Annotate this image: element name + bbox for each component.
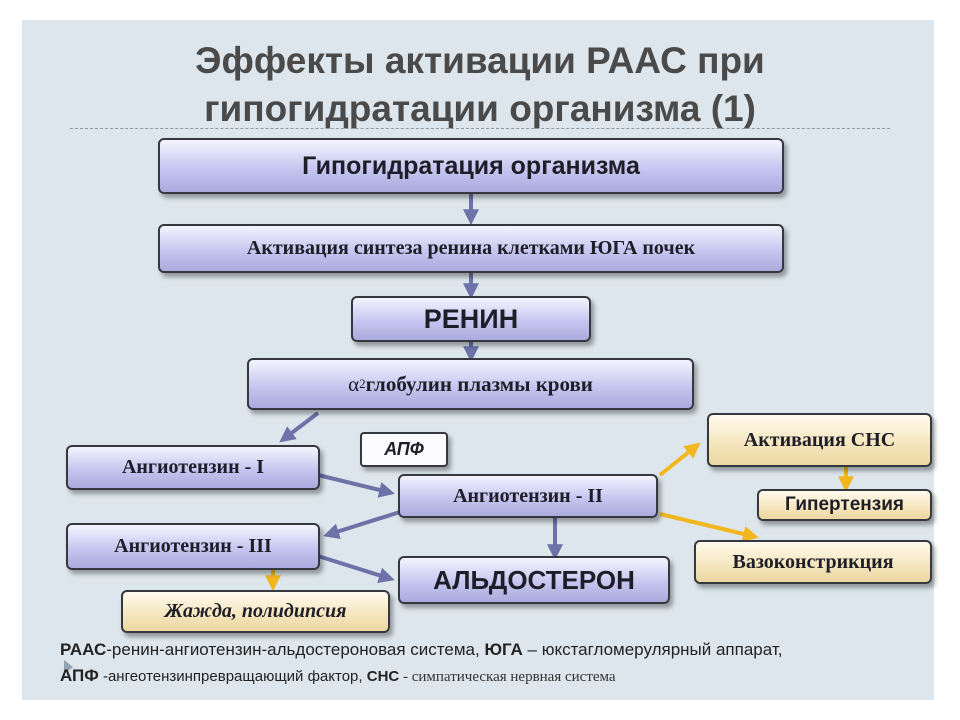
box-angiotensin-3-label: Ангиотензин - III: [114, 535, 272, 557]
box-hypohydration: Гипогидратация организма: [158, 138, 784, 194]
bullet-triangle-icon: [64, 660, 73, 674]
legend-sns-abbr: СНС: [366, 668, 400, 685]
box-sns-activation-label: Активация СНС: [743, 428, 896, 451]
box-hypertension-label: Гипертензия: [785, 494, 904, 515]
box-angiotensin-1: Ангиотензин - I: [66, 445, 320, 490]
legend-raas-text: -ренин-ангиотензин-альдостероновая систе…: [106, 640, 485, 659]
box-thirst-label: Жажда, полидипсия: [164, 600, 347, 622]
box-renin-synthesis: Активация синтеза ренина клетками ЮГА по…: [158, 224, 784, 273]
box-angiotensin-1-label: Ангиотензин - I: [121, 456, 265, 478]
box-aldosterone: АЛЬДОСТЕРОН: [398, 556, 670, 604]
legend-yuga-abbr: ЮГА: [484, 640, 523, 659]
legend-line-2: АПФ -ангеотензинпревращающий фактор, СНС…: [60, 666, 616, 686]
legend-yuga-text: – юкстагломерулярный аппарат,: [522, 640, 783, 659]
arrow-angiotensin2-to-angiotensin3: [323, 510, 401, 539]
box-hypohydration-label: Гипогидратация организма: [302, 151, 640, 180]
arrow-angiotensin3-to-aldosterone: [317, 554, 395, 583]
box-sns-activation: Активация СНС: [707, 413, 932, 467]
alpha-symbol: α: [348, 371, 360, 396]
arrow-angiotensin2-to-sns: [658, 442, 701, 477]
arrow-globulin-to-angiotensin1: [279, 411, 320, 443]
box-vasoconstriction-label: Вазоконстрикция: [732, 550, 894, 573]
box-renin: РЕНИН: [351, 296, 591, 342]
title-divider: [70, 128, 890, 129]
box-hypertension: Гипертензия: [757, 489, 932, 521]
slide-title-line-2: гипогидратации организма (1): [204, 88, 756, 129]
box-thirst: Жажда, полидипсия: [121, 590, 390, 633]
box-aldosterone-label: АЛЬДОСТЕРОН: [433, 564, 635, 595]
box-vasoconstriction: Вазоконстрикция: [694, 540, 932, 584]
legend-apf-text: -ангеотензинпревращающий фактор,: [98, 668, 367, 685]
legend-line-1: РААС-ренин-ангиотензин-альдостероновая с…: [60, 640, 782, 660]
box-renin-synthesis-label: Активация синтеза ренина клетками ЮГА по…: [246, 237, 696, 259]
arrow-angiotensin2-to-vasoconstriction: [659, 512, 760, 542]
box-renin-label: РЕНИН: [423, 303, 519, 334]
slide-title-line-1: Эффекты активации РААС при: [195, 40, 765, 81]
legend-apf-abbr: АПФ: [60, 666, 99, 685]
box-alpha-globulin-label: глобулин плазмы крови: [365, 371, 593, 396]
box-apf-label: АПФ: [384, 439, 424, 459]
alpha-subscript: 2: [359, 376, 366, 391]
legend-raas-abbr: РААС: [60, 640, 107, 659]
box-angiotensin-2: Ангиотензин - II: [398, 474, 658, 518]
box-apf: АПФ: [360, 432, 448, 467]
arrow-angiotensin1-to-angiotensin2: [317, 473, 395, 498]
box-angiotensin-2-label: Ангиотензин - II: [453, 484, 603, 507]
box-angiotensin-3: Ангиотензин - III: [66, 523, 320, 570]
legend-sns-text: - симпатическая нервная система: [399, 669, 616, 685]
